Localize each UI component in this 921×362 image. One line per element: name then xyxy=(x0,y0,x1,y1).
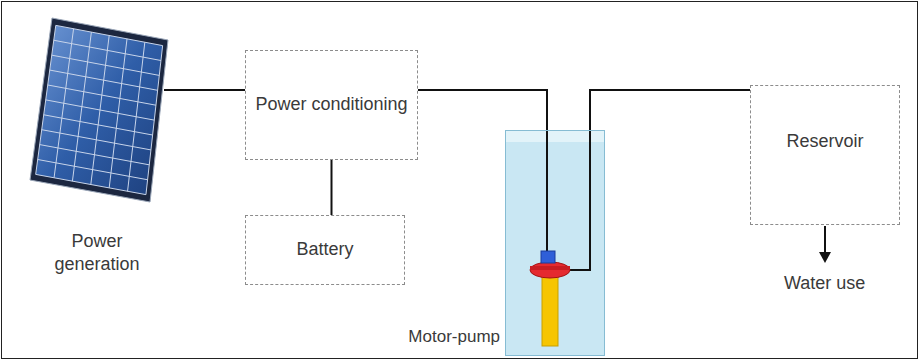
connector xyxy=(331,160,332,215)
pump-body xyxy=(542,274,558,346)
panel-grid-line xyxy=(42,130,151,150)
panel-grid-line xyxy=(52,55,160,75)
outflow-line xyxy=(824,226,826,254)
panel-grid-line xyxy=(38,159,148,179)
process-box: Reservoir xyxy=(750,85,900,225)
panel-frame xyxy=(30,18,168,202)
component-label: Power generation xyxy=(42,230,152,277)
text-group: Power conditioning xyxy=(255,93,407,116)
panel-grid-line xyxy=(50,70,158,90)
panel-grid-line xyxy=(40,145,150,165)
pump-cap xyxy=(541,251,555,263)
connector xyxy=(570,90,750,270)
panel-grid-line xyxy=(44,115,153,135)
connector xyxy=(418,90,547,252)
panel-grid-line xyxy=(54,40,161,60)
connector-line xyxy=(331,160,333,215)
panel-grid-line xyxy=(46,100,155,120)
connector-line xyxy=(164,89,245,91)
solar-panel: Power generation xyxy=(22,14,172,280)
panel-grid-line xyxy=(36,174,146,194)
box-label: Battery xyxy=(296,238,353,261)
panel-grid-line xyxy=(48,85,156,105)
solar-panel-icon xyxy=(22,14,172,214)
flow-label: Water use xyxy=(784,272,865,295)
process-box: Battery xyxy=(245,215,405,285)
component-label: Motor-pump xyxy=(408,327,500,347)
text-group: Battery xyxy=(296,238,353,261)
box-label: Reservoir xyxy=(786,130,863,153)
text-group: Reservoir xyxy=(786,130,863,153)
connector-line xyxy=(418,90,547,252)
pump-disc-band xyxy=(530,266,570,270)
pump-disc xyxy=(530,262,570,278)
connector xyxy=(164,90,245,91)
box-label: Power conditioning xyxy=(255,93,407,116)
panel-grid-line xyxy=(56,25,163,45)
connector-line xyxy=(570,90,750,270)
motor-pump-well: Motor-pump xyxy=(505,130,605,356)
process-box: Power conditioning xyxy=(245,50,418,160)
panel-cells xyxy=(36,25,163,194)
outflow-arrowhead xyxy=(819,252,831,263)
